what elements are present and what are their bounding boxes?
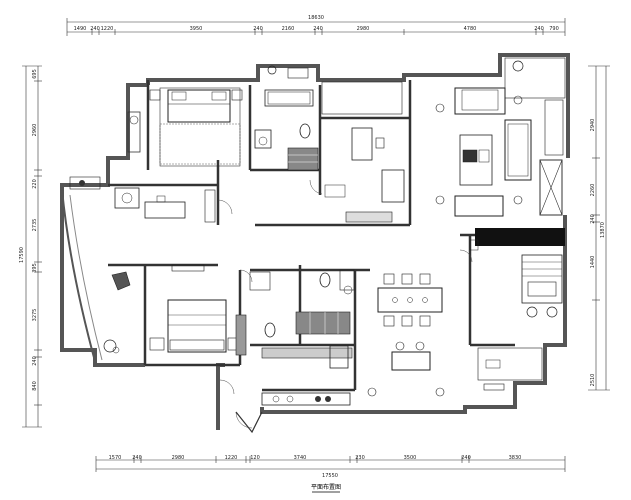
study-room	[324, 127, 405, 223]
top-dim-4: 3950	[190, 26, 203, 32]
living-room	[435, 87, 532, 217]
top-dim-3: 1220	[101, 26, 114, 32]
left-dim-2: 2960	[32, 124, 38, 137]
left-cabinet	[127, 111, 141, 153]
utility-room	[321, 81, 403, 115]
right-dim-1: 2940	[590, 119, 596, 132]
bottom-dim-5: 120	[250, 455, 260, 461]
kitchen	[261, 345, 353, 406]
right-dim-5: 2510	[590, 374, 596, 387]
bottom-dim-9: 240	[461, 455, 471, 461]
left-dim-8: 840	[32, 381, 38, 391]
bottom-dim-8: 3500	[404, 455, 417, 461]
office-room	[69, 176, 216, 223]
top-dim-1: 1490	[74, 26, 87, 32]
top-right-balcony	[504, 57, 566, 99]
entrance-door	[235, 411, 263, 434]
top-total-dimension: 18630	[308, 15, 324, 21]
left-dimension-line	[22, 65, 42, 428]
bottom-dim-3: 2980	[172, 455, 185, 461]
black-beam	[475, 228, 565, 246]
plant-icon	[267, 65, 277, 75]
bottom-right-balcony	[477, 347, 543, 381]
window-frame-right	[539, 159, 563, 216]
bottom-dim-4: 1220	[225, 455, 238, 461]
right-dim-4: 1440	[590, 256, 596, 269]
left-total-dimension: 17590	[19, 247, 25, 263]
left-dim-5: 395	[32, 263, 38, 273]
bottom-total-dimension: 17550	[322, 473, 338, 479]
left-balcony-curve	[61, 189, 97, 366]
dining-area	[367, 273, 445, 397]
left-dim-3: 220	[32, 179, 38, 189]
door-swings	[217, 179, 473, 429]
right-dim-2: 2260	[590, 184, 596, 197]
left-dim-4: 2735	[32, 219, 38, 232]
top-dim-2: 240	[90, 26, 100, 32]
plant-icon	[111, 271, 131, 291]
left-balcony-inner-curve	[69, 194, 103, 361]
top-dim-10: 240	[534, 26, 544, 32]
right-room	[469, 239, 563, 318]
top-dim-9: 4780	[464, 26, 477, 32]
master-bedroom	[149, 87, 243, 167]
bottom-dim-2: 240	[132, 455, 142, 461]
left-dim-6: 3275	[32, 309, 38, 322]
left-dim-7: 240	[32, 356, 38, 366]
bottom-dim-7: 230	[355, 455, 365, 461]
bottom-dim-6: 3740	[294, 455, 307, 461]
top-dim-5: 240	[253, 26, 263, 32]
left-dim-1: 695	[32, 69, 38, 79]
center-bathroom	[249, 269, 355, 338]
top-dim-8: 2980	[357, 26, 370, 32]
bottom-dim-10: 3830	[509, 455, 522, 461]
second-bedroom	[149, 264, 247, 356]
drawing-title: 平面布置图	[311, 483, 341, 491]
plant-icon	[103, 339, 117, 353]
top-dim-11: 790	[549, 26, 559, 32]
bottom-dimension-line	[95, 456, 566, 472]
top-dimension-line	[66, 18, 566, 36]
right-total-dimension: 13870	[600, 222, 606, 238]
right-dim-3: 240	[590, 214, 596, 224]
bottom-dim-1: 1570	[109, 455, 122, 461]
top-bathroom	[254, 89, 319, 171]
top-dim-7: 240	[313, 26, 323, 32]
top-dim-6: 2160	[282, 26, 295, 32]
plant-icon	[512, 60, 524, 72]
right-dimension-line	[588, 65, 610, 391]
